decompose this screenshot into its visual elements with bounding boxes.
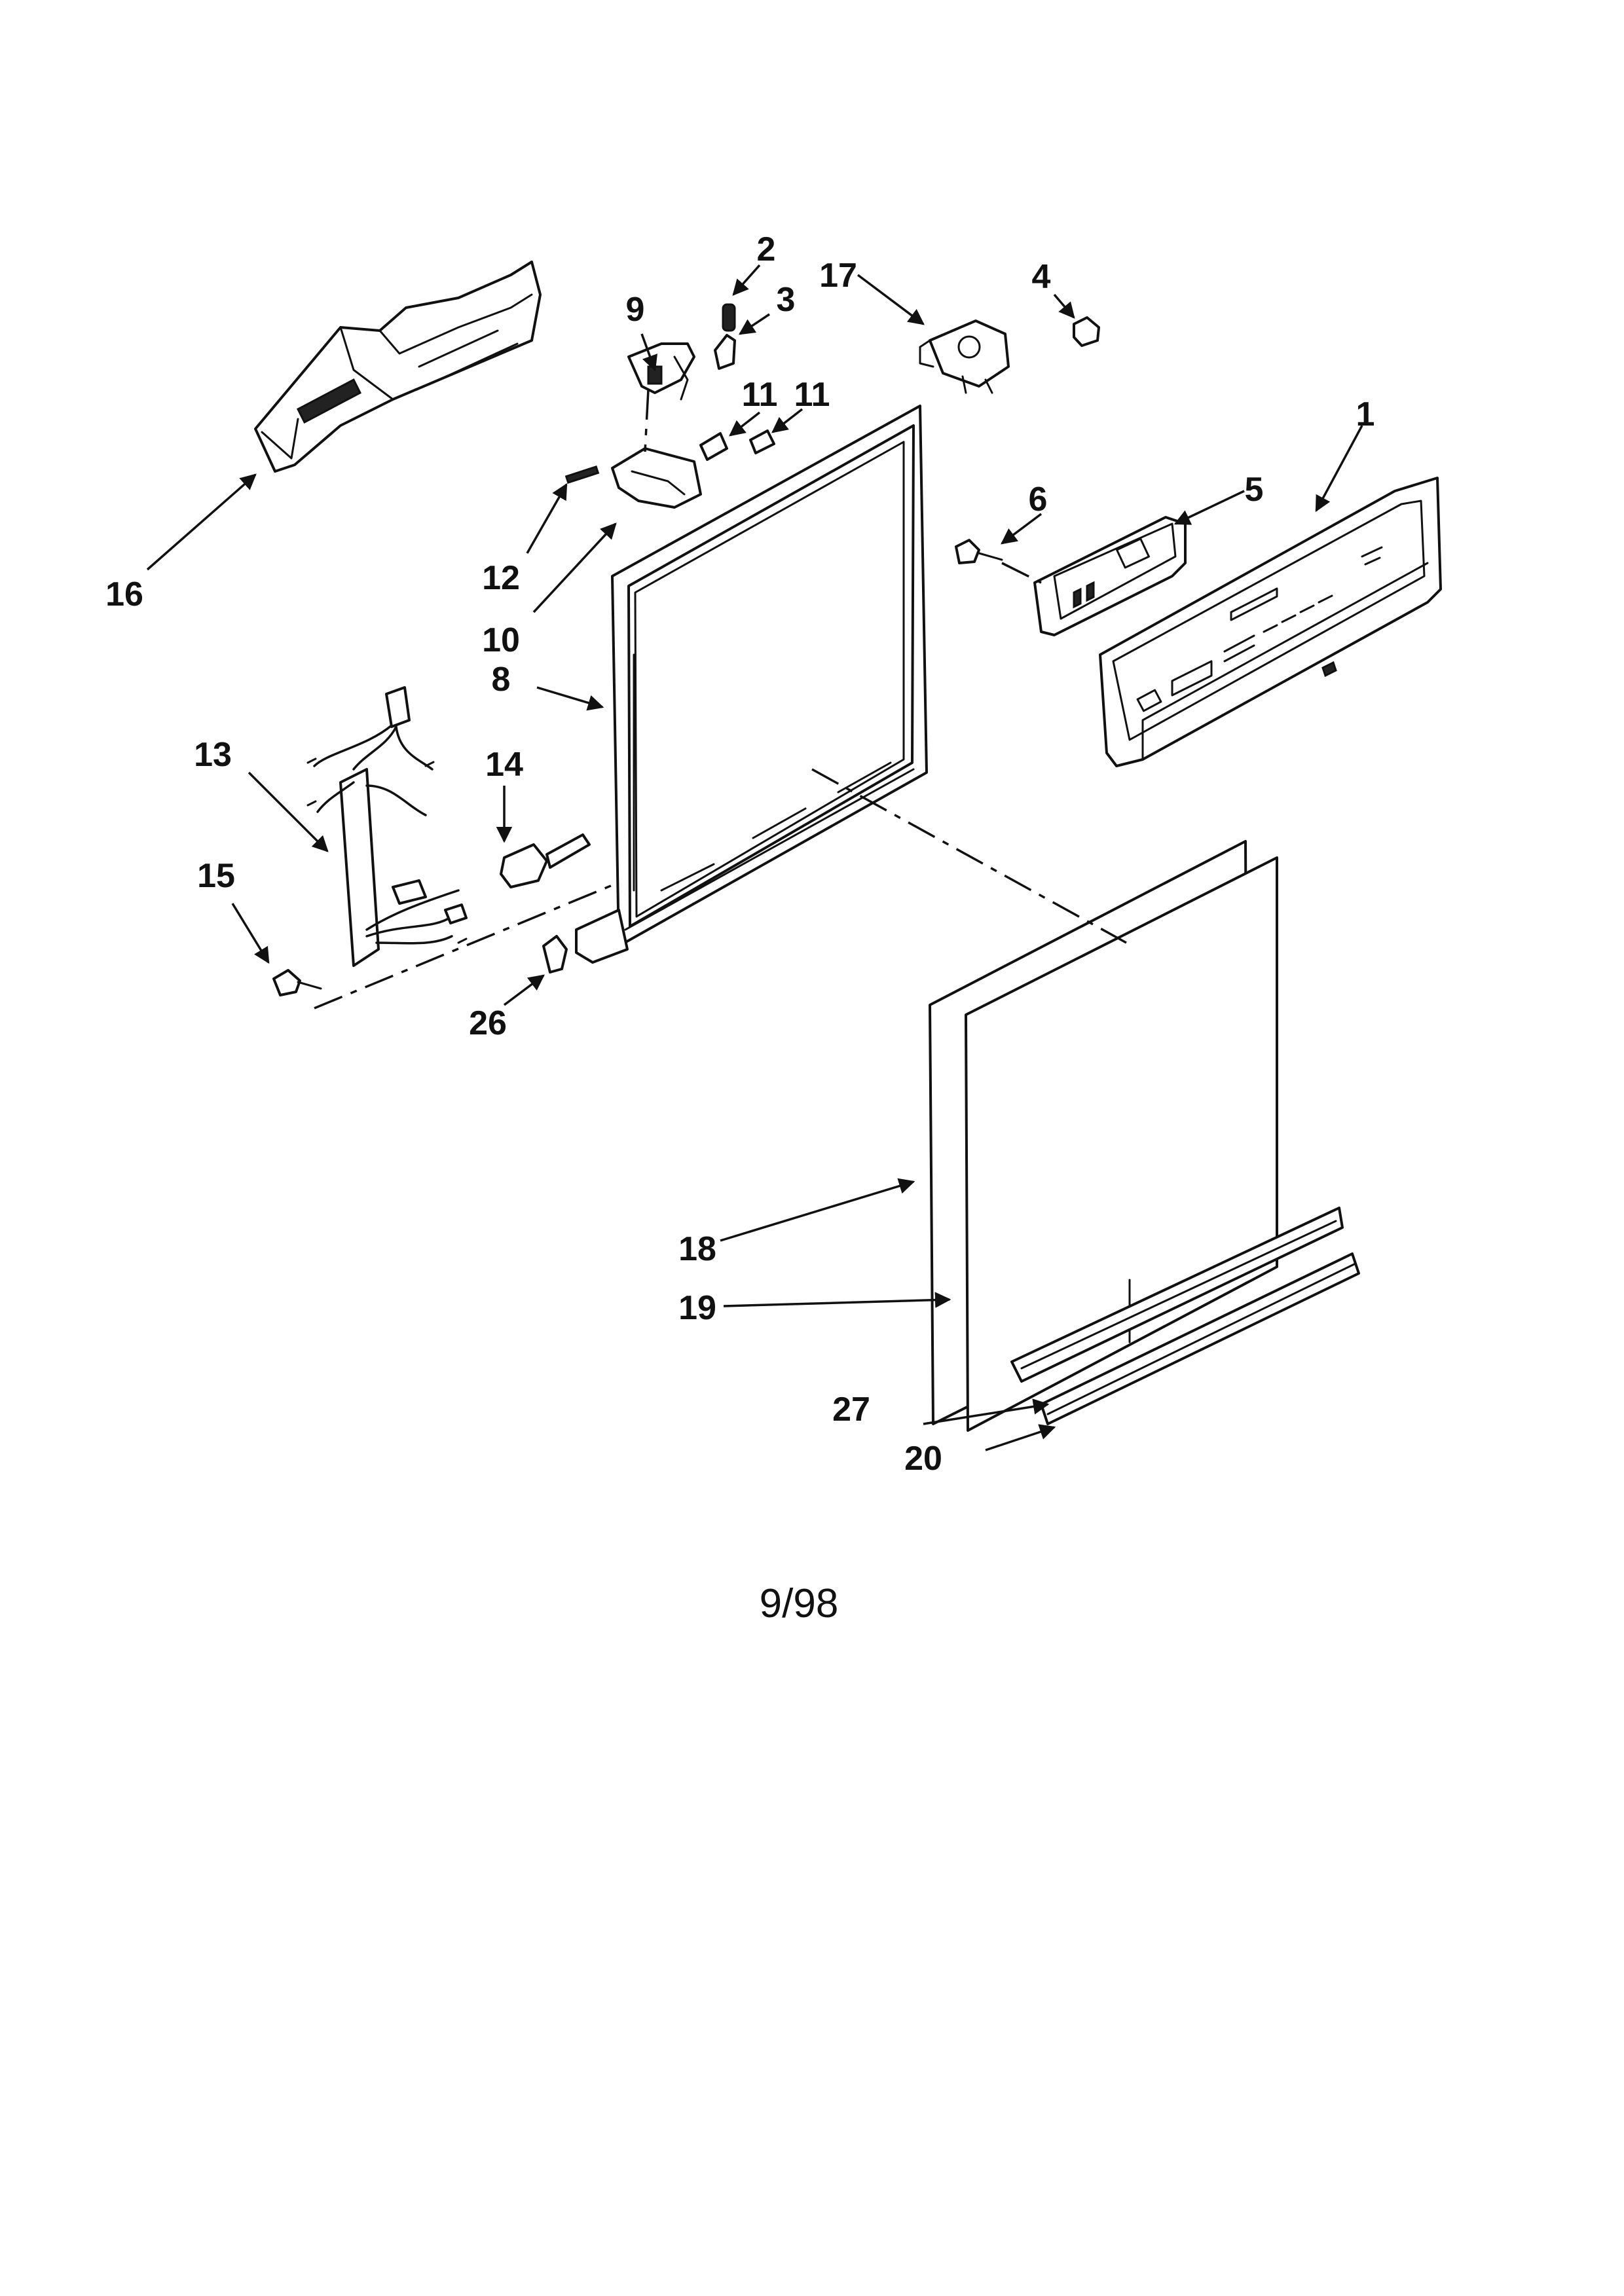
callout-14: 14 — [485, 746, 523, 784]
part-3-clip — [714, 334, 736, 370]
part-11-switch-b — [749, 429, 775, 454]
callout-13: 13 — [194, 736, 232, 774]
callout-26: 26 — [469, 1004, 507, 1042]
callout-19: 19 — [678, 1289, 716, 1327]
callout-16: 16 — [105, 575, 143, 613]
footer-date: 9/98 — [760, 1581, 839, 1626]
callout-27: 27 — [832, 1391, 870, 1429]
part-20-lower-trim — [1040, 1252, 1360, 1425]
callout-10: 10 — [482, 621, 520, 659]
callout-5: 5 — [1245, 471, 1264, 509]
part-13-wire-harness — [306, 686, 468, 967]
leader-lines — [146, 264, 1363, 1451]
callout-11b: 11 — [794, 376, 830, 414]
callout-20: 20 — [904, 1440, 942, 1478]
callout-11a: 11 — [742, 376, 778, 414]
part-19-inner-panel — [965, 856, 1278, 1432]
part-26-clip — [542, 935, 568, 974]
part-17-switch-assembly — [919, 319, 1010, 394]
alignment-lines — [314, 389, 1127, 1010]
part-12-pin — [564, 465, 600, 484]
callout-17: 17 — [819, 257, 857, 295]
callout-3: 3 — [777, 281, 796, 319]
callout-15: 15 — [197, 857, 235, 895]
part-5-control-board — [1033, 516, 1187, 636]
callout-2: 2 — [757, 230, 776, 268]
part-27-trim-strip — [1010, 1207, 1344, 1383]
part-2-spring — [722, 303, 736, 332]
part-10-latch-base — [611, 447, 702, 509]
callout-labels: 1 2 3 4 5 6 8 9 10 11 11 12 13 14 15 16 … — [105, 230, 1375, 1478]
part-15-screw — [272, 969, 322, 996]
callout-9: 9 — [626, 291, 645, 329]
part-9-latch — [627, 342, 695, 401]
callout-1: 1 — [1356, 395, 1375, 433]
part-11-switch-a — [699, 432, 728, 461]
callout-8: 8 — [492, 661, 511, 699]
callout-4: 4 — [1032, 258, 1051, 296]
part-16-vent-housing — [254, 261, 542, 473]
part-14-sensor — [500, 833, 591, 888]
part-6-screw — [955, 539, 1003, 564]
part-8-door-frame — [575, 405, 928, 964]
callout-6: 6 — [1029, 481, 1048, 519]
part-4-button — [1073, 316, 1100, 347]
callout-18: 18 — [678, 1230, 716, 1268]
callout-12: 12 — [482, 559, 520, 597]
part-1-console — [1099, 477, 1442, 767]
